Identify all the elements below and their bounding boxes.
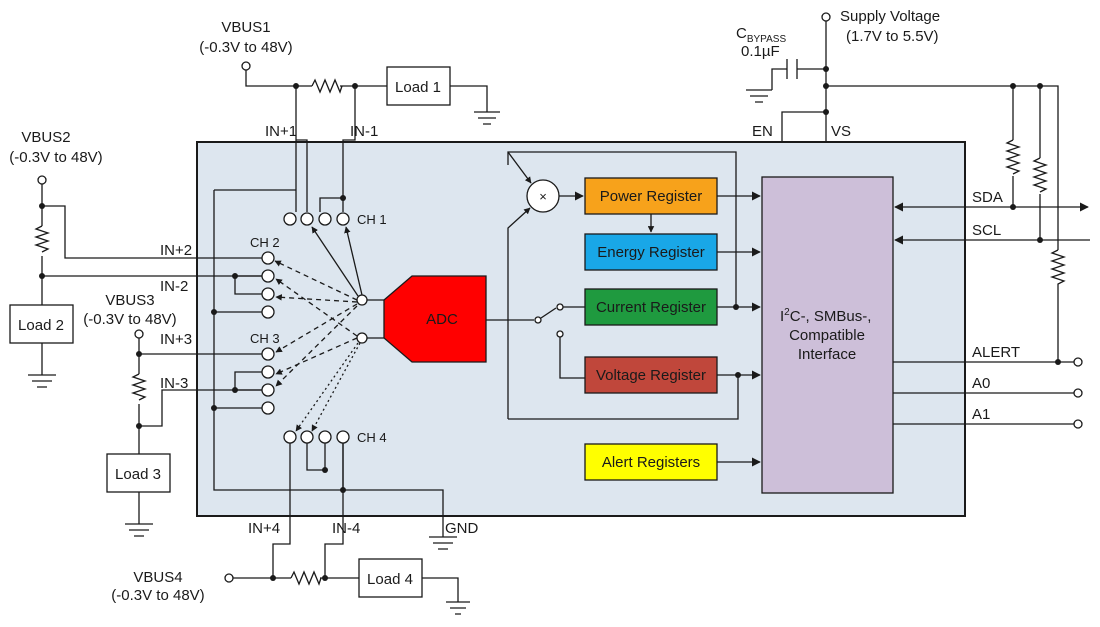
in2n-label: IN-2	[160, 278, 188, 295]
channel-3-contacts: CH 3	[232, 331, 280, 415]
ch2-label: CH 2	[250, 235, 280, 250]
in2p-label: IN+2	[160, 242, 192, 259]
load-2-box	[9, 304, 74, 344]
load-3-box	[106, 453, 171, 493]
vbus3-range: (-0.3V to 48V)	[83, 311, 176, 328]
in4n-label: IN-4	[332, 520, 360, 537]
alert-registers-label: Alert Registers	[602, 454, 700, 471]
in3p-label: IN+3	[160, 331, 192, 348]
vbus3-label: VBUS3	[105, 292, 154, 309]
load-2-label: Load 2	[18, 317, 64, 334]
vs-pin-label: VS	[831, 123, 851, 140]
load-4-label: Load 4	[367, 571, 413, 588]
vbus2-label: VBUS2	[21, 129, 70, 146]
supply-label: Supply Voltage	[840, 8, 940, 25]
gnd-label: GND	[445, 520, 479, 537]
in4p-label: IN+4	[248, 520, 280, 537]
energy-register-label: Energy Register	[597, 244, 705, 261]
a1-pin-label: A1	[972, 406, 990, 423]
channel-1-external: VBUS1 (-0.3V to 48V) Load 1 IN+1 IN-1	[199, 19, 500, 212]
energy-register-box	[584, 233, 718, 271]
in3n-label: IN-3	[160, 375, 188, 392]
current-register-label: Current Register	[596, 299, 706, 316]
interface-block	[761, 176, 894, 494]
vbus1-label: VBUS1	[221, 19, 270, 36]
channel-4-contacts: CH 4	[283, 430, 387, 445]
mux-fan	[274, 226, 384, 432]
alert-pin-label: ALERT	[972, 344, 1020, 361]
vbus4-label: VBUS4	[133, 569, 182, 586]
channel-2-contacts: CH 2	[232, 235, 280, 319]
sda-pin-label: SDA	[972, 189, 1003, 206]
ch4-label: CH 4	[357, 430, 387, 445]
supply-section: Supply Voltage (1.7V to 5.5V) CBYPASS 0.…	[736, 8, 1067, 362]
channel-3-external: VBUS3 (-0.3V to 48V) Load 3 IN+3 IN-3	[83, 292, 268, 537]
interface-line-1: I2C-, SMBus-,	[780, 307, 871, 325]
ch3-label: CH 3	[250, 331, 280, 346]
channel-2-external: VBUS2 (-0.3V to 48V) Load 2 IN+2 IN-2	[9, 129, 268, 388]
vbus1-range: (-0.3V to 48V)	[199, 39, 292, 56]
in1n-label: IN-1	[350, 123, 378, 140]
power-register-label: Power Register	[600, 188, 703, 205]
channel-4-external: VBUS4 (-0.3V to 48V) Load 4 IN+4 IN-4	[111, 437, 470, 615]
interface-line-2: Compatible	[789, 327, 865, 344]
a0-pin-label: A0	[972, 375, 990, 392]
io-pins: SDA SCL ALERT A0 A1	[893, 189, 1090, 429]
adc-label: ADC	[426, 311, 458, 328]
bypass-value: 0.1µF	[741, 43, 780, 60]
power-register-box	[584, 177, 718, 215]
vbus4-range: (-0.3V to 48V)	[111, 587, 204, 604]
load-4-box	[358, 558, 423, 598]
scl-pin-label: SCL	[972, 222, 1001, 239]
adc-block	[383, 275, 487, 363]
supply-range: (1.7V to 5.5V)	[846, 28, 939, 45]
voltage-register-box	[584, 356, 718, 394]
current-register-box	[584, 288, 718, 326]
vbus2-range: (-0.3V to 48V)	[9, 149, 102, 166]
bypass-label: CBYPASS	[736, 25, 786, 45]
voltage-register-label: Voltage Register	[596, 367, 706, 384]
load-3-label: Load 3	[115, 466, 161, 483]
ch1-label: CH 1	[357, 212, 387, 227]
en-pin-label: EN	[752, 123, 773, 140]
load-1-label: Load 1	[395, 79, 441, 96]
interface-line-3: Interface	[798, 346, 856, 363]
multiplier-symbol: ×	[539, 189, 547, 204]
in1p-label: IN+1	[265, 123, 297, 140]
channel-1-contacts: CH 1	[283, 212, 387, 227]
load-1-box	[386, 66, 451, 106]
